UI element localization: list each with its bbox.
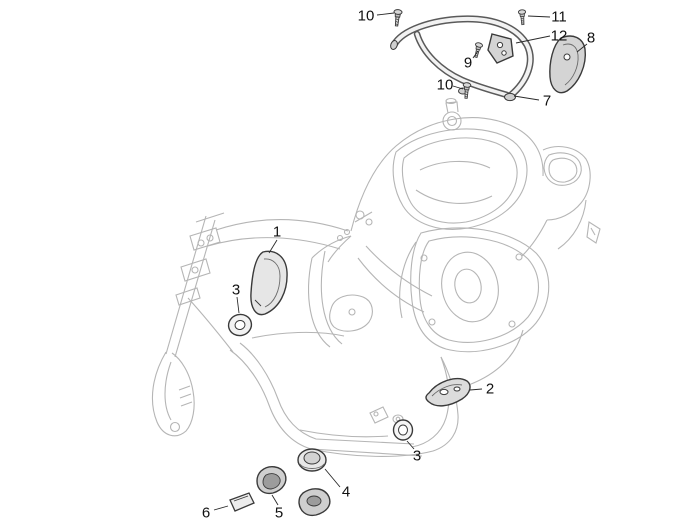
part-4-plug — [297, 448, 327, 472]
part-12-bracket — [487, 33, 514, 64]
leader-lines — [213, 12, 588, 511]
callout-1: 1 — [273, 224, 281, 241]
callout-8: 8 — [587, 30, 595, 47]
callout-9: 9 — [464, 55, 472, 72]
part-5-buffer-left — [256, 466, 287, 495]
part-5-buffer-right — [298, 488, 331, 517]
callout-5: 5 — [275, 505, 283, 522]
part-1-side-cover — [250, 250, 288, 316]
screw-10-top — [392, 8, 403, 27]
scooter-body-outline — [151, 97, 601, 457]
callout-3-lower: 3 — [413, 448, 421, 465]
part-3-grommet-upper — [227, 313, 253, 337]
screw-9 — [472, 41, 484, 59]
callout-12: 12 — [551, 28, 568, 45]
callout-2: 2 — [486, 381, 494, 398]
part-6-pad — [229, 492, 255, 512]
callout-10-mid: 10 — [437, 77, 454, 94]
part-3-grommet-lower — [392, 419, 414, 441]
part-8-trim — [549, 35, 586, 94]
callout-3-upper: 3 — [232, 282, 240, 299]
part-7-grab-rail — [390, 15, 534, 102]
callout-4: 4 — [342, 484, 350, 501]
callout-6: 6 — [202, 505, 210, 522]
callout-11: 11 — [551, 9, 567, 26]
part-2-rear-cover — [425, 377, 471, 407]
screw-11 — [517, 9, 527, 26]
callout-10-top: 10 — [358, 8, 375, 25]
callout-labels: 10 11 12 8 9 10 7 1 3 2 3 4 5 6 — [202, 8, 595, 522]
callout-7: 7 — [543, 93, 551, 110]
